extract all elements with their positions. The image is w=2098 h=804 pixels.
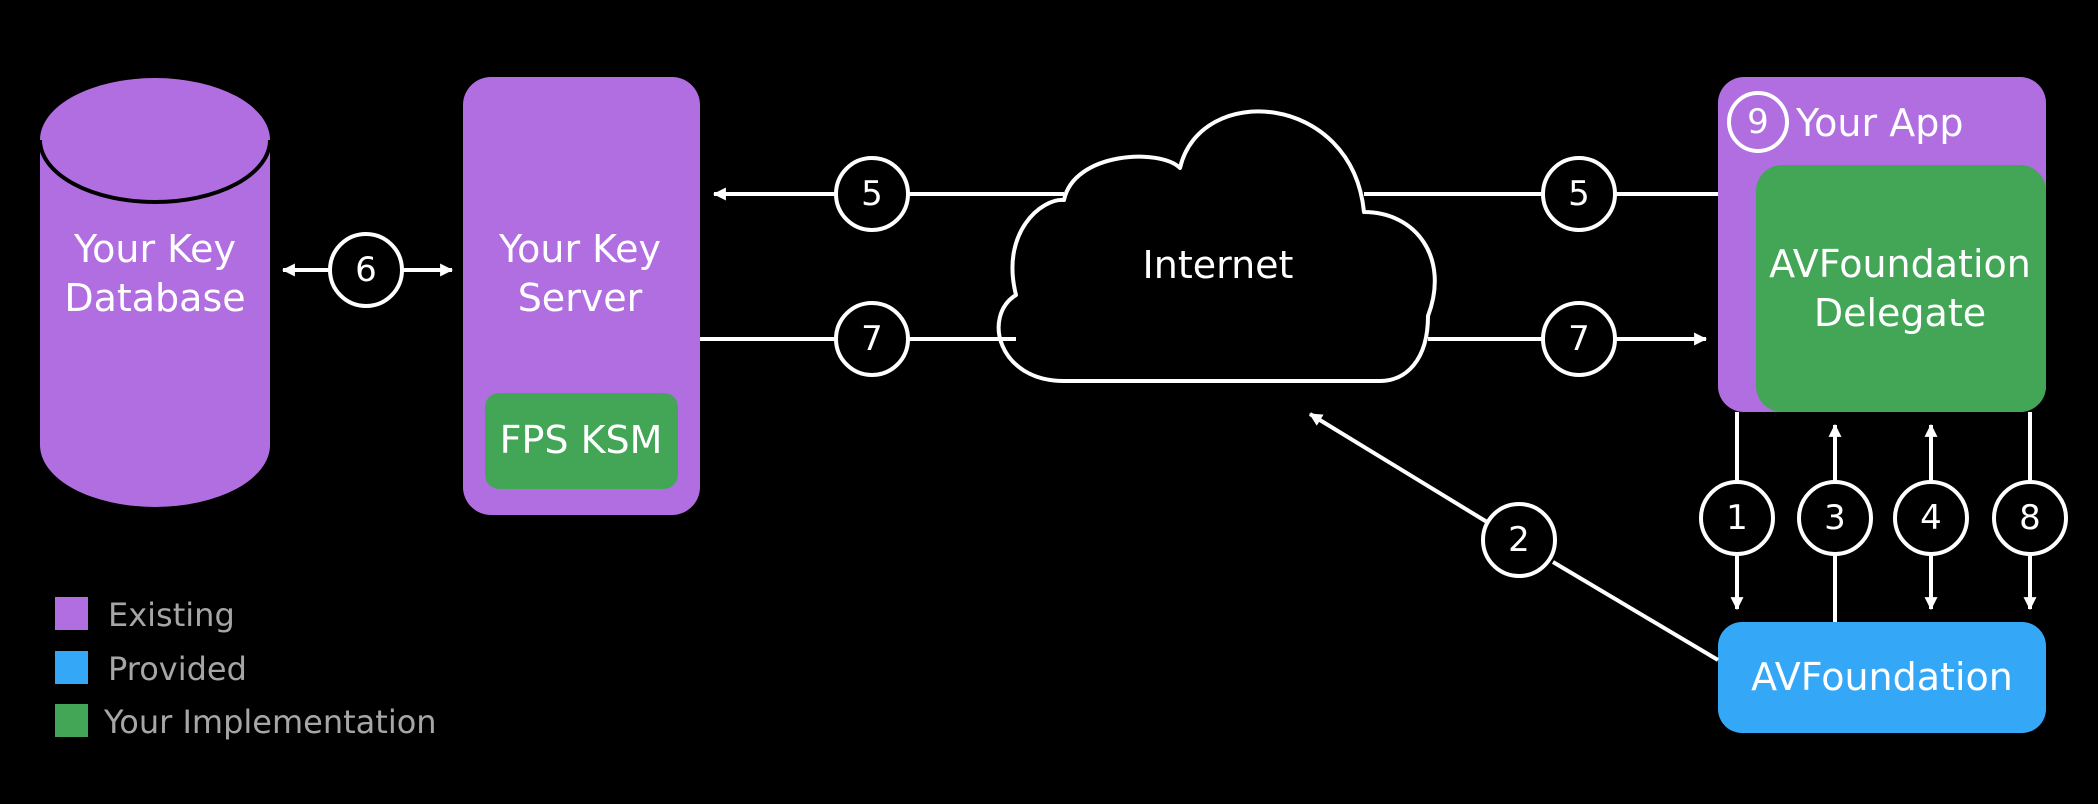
legend-swatch-existing xyxy=(55,597,88,630)
key-server-node: Your Key Server FPS KSM xyxy=(463,77,700,515)
step-2-label: 2 xyxy=(1508,520,1530,560)
key-database-cylinder-body xyxy=(40,140,270,507)
step-9-circle xyxy=(1727,91,1789,153)
step-5-right-circle xyxy=(1541,156,1617,232)
step-7-left-circle xyxy=(834,301,910,377)
internet-cloud xyxy=(996,109,1437,383)
fps-ksm-label: FPS KSM xyxy=(500,418,663,462)
avfoundation-label: AVFoundation xyxy=(1751,655,2013,699)
key-database-cylinder-rim xyxy=(38,139,272,204)
key-database-cylinder-top xyxy=(40,78,270,202)
avfoundation-delegate-label-line1: AVFoundation xyxy=(1769,242,2031,286)
avfoundation-delegate-label-line2: Delegate xyxy=(1814,291,1986,335)
key-server-label-line1: Your Key xyxy=(498,227,661,271)
step-4-circle xyxy=(1893,480,1969,556)
internet-node: Internet xyxy=(996,109,1437,383)
step-5-right-label: 5 xyxy=(1568,174,1590,214)
step-1-label: 1 xyxy=(1726,498,1748,538)
key-database-label-line1: Your Key xyxy=(73,227,236,271)
legend-label-provided: Provided xyxy=(108,650,247,688)
legend-swatch-implementation xyxy=(55,704,88,737)
key-server-label-line2: Server xyxy=(518,276,643,320)
connectors xyxy=(281,187,2037,662)
step-7-right-circle xyxy=(1541,301,1617,377)
step-7-left-label: 7 xyxy=(861,319,883,359)
legend: Existing Provided Your Implementation xyxy=(55,596,437,741)
your-app-label: Your App xyxy=(1795,101,1963,145)
step-3-label: 3 xyxy=(1824,498,1846,538)
avfoundation-delegate-box xyxy=(1756,165,2046,412)
avfoundation-box xyxy=(1718,622,2046,733)
step-2-arrow xyxy=(1308,412,1489,524)
step-8-circle xyxy=(1992,480,2068,556)
fps-ksm-box xyxy=(485,393,678,489)
step-badges: 6 5 5 7 7 2 1 3 4 8 xyxy=(328,156,2068,578)
step-9-label: 9 xyxy=(1747,102,1769,142)
legend-swatch-provided xyxy=(55,651,88,684)
step-7-right-label: 7 xyxy=(1568,319,1590,359)
your-app-node: 9 Your App AVFoundation Delegate xyxy=(1718,77,2046,412)
step-5-left-circle xyxy=(834,156,910,232)
key-database-label-line2: Database xyxy=(64,276,245,320)
step-8-label: 8 xyxy=(2019,498,2041,538)
avfoundation-node: AVFoundation xyxy=(1718,622,2046,733)
legend-label-existing: Existing xyxy=(108,596,235,634)
internet-label: Internet xyxy=(1143,243,1294,287)
key-database-node: Your Key Database xyxy=(38,78,272,507)
step-2-line xyxy=(1551,560,1720,662)
step-5-left-label: 5 xyxy=(861,174,883,214)
step-1-circle xyxy=(1699,480,1775,556)
step-3-circle xyxy=(1797,480,1873,556)
step-6-circle xyxy=(328,232,404,308)
legend-label-implementation: Your Implementation xyxy=(103,703,437,741)
step-4-label: 4 xyxy=(1920,498,1942,538)
step-2-circle xyxy=(1481,502,1557,578)
step-6-label: 6 xyxy=(355,250,377,290)
